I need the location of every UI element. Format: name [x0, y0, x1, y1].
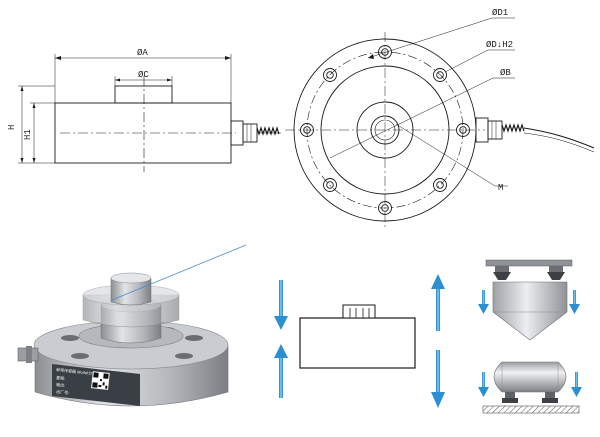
side-gland-body — [242, 123, 258, 143]
side-view — [18, 54, 281, 172]
arrow-up-left — [274, 344, 288, 398]
hopper-body — [492, 281, 568, 341]
pointer-line — [111, 244, 247, 301]
sensor-top-button — [342, 304, 376, 319]
side-gland-nut — [230, 120, 244, 146]
dim-b-label: ØB — [500, 68, 511, 78]
front-view — [285, 17, 595, 228]
bolt-holes — [300, 45, 470, 215]
ground-hatch — [482, 405, 580, 414]
arrow-down-left — [274, 280, 288, 330]
dim-a-label: ØA — [137, 48, 148, 58]
side-button — [114, 85, 173, 104]
front-gland-body — [487, 120, 503, 140]
dim-h1-label: H1 — [23, 129, 33, 140]
nameplate-line-3: 输出: — [56, 381, 66, 388]
product-photo: 蚌埠传感器 Model:DYLF-102 量程: 输出: 出厂号: — [16, 244, 247, 423]
dim-c-label: ØC — [138, 70, 149, 80]
dim-h-label: H — [7, 125, 17, 130]
front-gland-nut — [475, 117, 489, 143]
load-direction-diagram — [274, 274, 445, 408]
hopper-application — [478, 259, 580, 341]
front-cable — [523, 127, 595, 149]
sensor-block — [299, 317, 416, 369]
nameplate-line-2: 量程: — [56, 374, 66, 381]
nameplate-line-1: 蚌埠传感器 Model:DYLF-102 — [56, 366, 108, 377]
qr-code — [91, 371, 110, 390]
hopper-beam — [485, 259, 573, 267]
front-cable-spring — [501, 123, 525, 133]
arrow-up-right — [431, 274, 445, 331]
nameplate-line-4: 出厂号: — [56, 388, 70, 395]
arrow-down-right — [431, 350, 445, 408]
thread-m-label: M — [498, 183, 503, 193]
tank-body — [493, 361, 567, 393]
dim-d1-label: ØD1 — [492, 8, 508, 18]
nameplate: 蚌埠传感器 Model:DYLF-102 量程: 输出: 出厂号: — [52, 364, 140, 406]
tank-application — [478, 361, 582, 414]
dim-d-h2-label: ØD↓H2 — [486, 40, 513, 50]
